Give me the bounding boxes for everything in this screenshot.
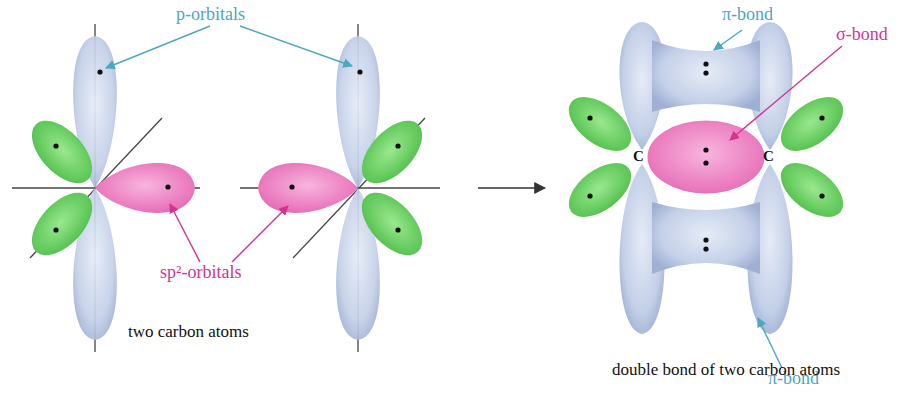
caption-label: double bond of two carbon atoms: [612, 360, 912, 380]
leader-lines: [106, 26, 842, 368]
caption-label: two carbon atoms: [128, 322, 249, 342]
orbital-label: p-orbitals: [176, 4, 245, 25]
atom-symbol: C: [763, 148, 774, 165]
reaction-arrow: [478, 187, 545, 189]
bond-label: π-bond: [722, 4, 773, 25]
double-bond: [559, 22, 853, 334]
atom-symbol: C: [633, 148, 644, 165]
carbon-atom-right: [240, 24, 440, 352]
carbon-atom-left: [12, 24, 200, 352]
orbital-label: sp²-orbitals: [160, 262, 241, 283]
bond-label: σ-bond: [836, 24, 888, 45]
